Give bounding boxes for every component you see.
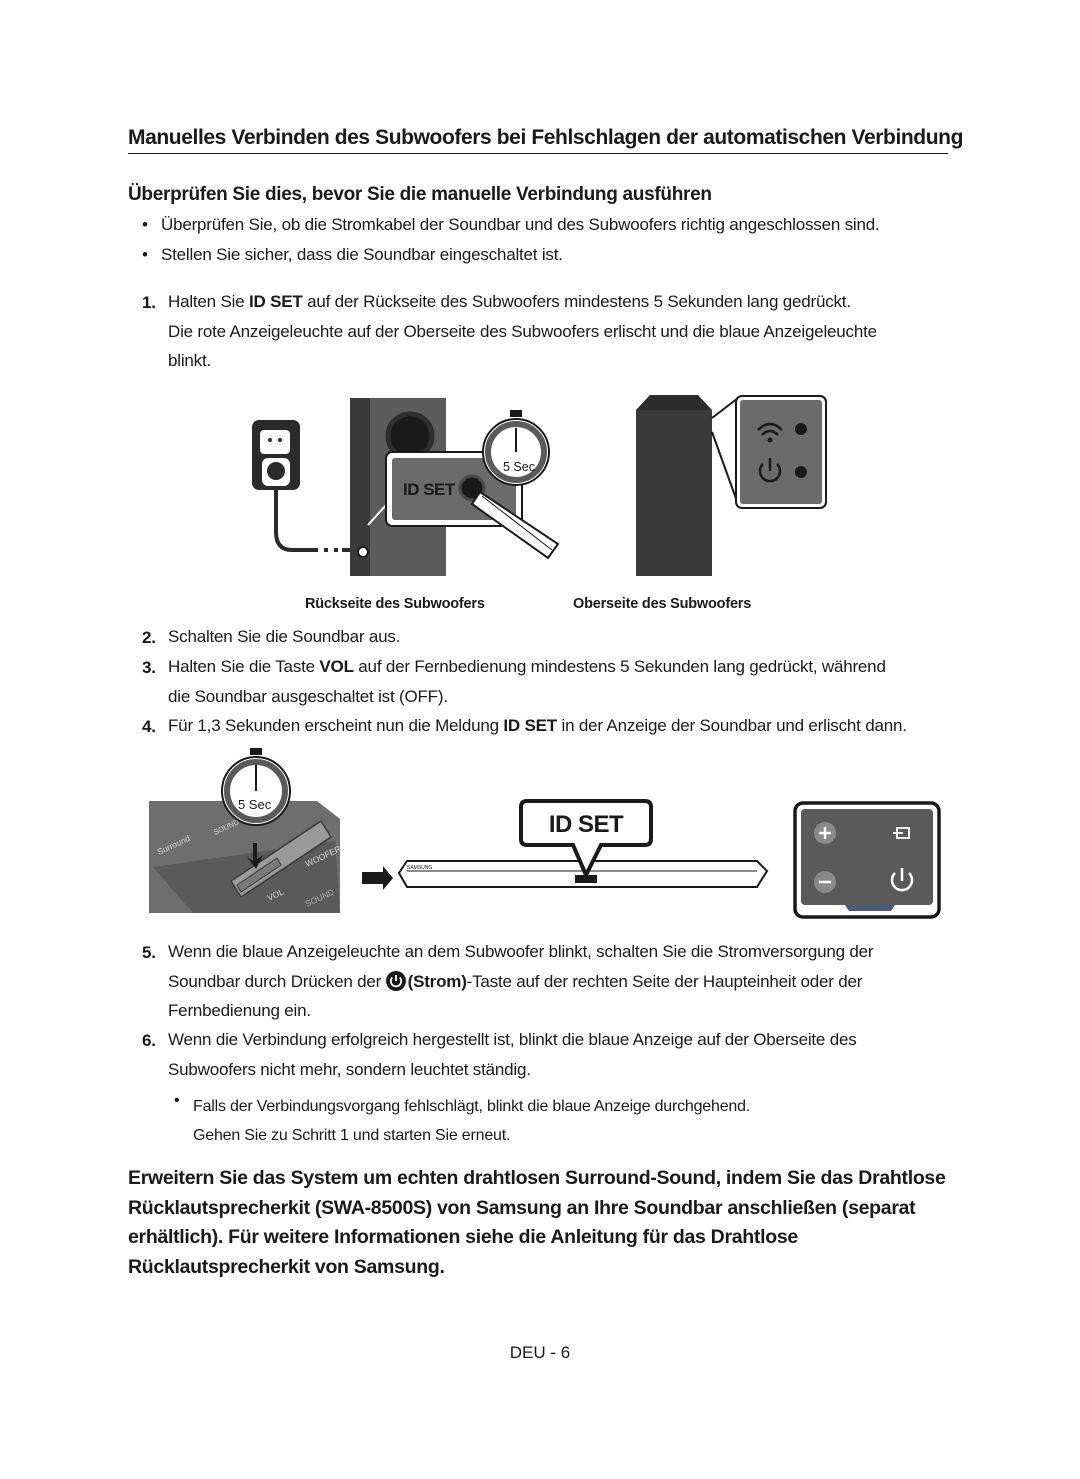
display-label: ID SET — [549, 811, 624, 838]
bullet-dot: • — [142, 215, 148, 234]
timer-label: 5 Sec — [503, 460, 535, 474]
step-text: Halten Sie — [168, 292, 249, 311]
idset-button-label: ID SET — [403, 480, 456, 499]
power-icon — [385, 970, 406, 991]
step-text: Soundbar durch Drücken der — [168, 971, 386, 991]
step-number: 4. — [142, 717, 156, 736]
wireless-indicator-icon — [757, 422, 807, 443]
step-text: Für 1,3 Sekunden erscheint nun die Meldu… — [168, 716, 504, 735]
figure-remote-soundbar: Surround SOUND MODE WOOFER VOL SOUND 5 S… — [149, 748, 941, 919]
subwoofer-top-icon — [636, 395, 827, 576]
subsection-heading: Überprüfen Sie dies, bevor Sie die manue… — [128, 184, 712, 205]
step-text: Schalten Sie die Soundbar aus. — [168, 627, 401, 646]
step-text: Wenn die blaue Anzeigeleuchte an dem Sub… — [168, 942, 874, 961]
caption-back: Rückseite des Subwoofers — [305, 596, 485, 612]
remote-control-icon: Surround SOUND MODE WOOFER VOL SOUND — [149, 801, 343, 913]
sub-bullet-text: Gehen Sie zu Schritt 1 und starten Sie e… — [193, 1127, 511, 1144]
step-text: in der Anzeige der Soundbar und erlischt… — [557, 716, 907, 735]
stopwatch-icon: 5 Sec — [482, 410, 550, 486]
step-bold-idset: ID SET — [248, 292, 303, 311]
page-number: DEU - 6 — [509, 1343, 571, 1362]
step-text: auf der Fernbedienung mindestens 5 Sekun… — [353, 657, 886, 676]
pen-icon — [470, 490, 560, 560]
step-bold-idset: ID SET — [503, 716, 557, 735]
step-number: 3. — [142, 658, 156, 677]
closing-paragraph: Erweitern Sie das System um echten draht… — [128, 1167, 946, 1278]
figure-subwoofer-idset: ID SET 5 Sec — [252, 395, 827, 576]
step-text: Fernbedienung ein. — [168, 1001, 311, 1020]
step-number: 2. — [142, 628, 156, 647]
step-text: die Soundbar ausgeschaltet ist (OFF). — [168, 686, 448, 706]
stopwatch-icon: 5 Sec — [221, 748, 291, 826]
power-icon — [890, 868, 914, 892]
step-number: 1. — [142, 293, 156, 312]
step-number: 6. — [142, 1031, 156, 1050]
wall-socket-icon — [252, 420, 360, 552]
sub-bullet-text: Falls der Verbindungsvorgang fehlschlägt… — [193, 1098, 751, 1115]
volume-down-icon — [814, 871, 836, 893]
step-text: Halten Sie die Taste — [168, 657, 320, 676]
source-icon — [893, 827, 910, 839]
brand-label: SAMSUNG — [407, 865, 432, 871]
step-text: Subwoofers nicht mehr, sondern leuchtet … — [168, 1059, 531, 1079]
bullet-dot: • — [174, 1092, 180, 1109]
step-text: auf der Rückseite des Subwoofers mindest… — [302, 292, 851, 311]
bullet-text: Überprüfen Sie, ob die Stromkabel der So… — [161, 215, 880, 234]
bullet-dot: • — [142, 245, 148, 264]
soundbar-side-panel — [793, 801, 941, 919]
step-text: Wenn die Verbindung erfolgreich hergeste… — [168, 1030, 857, 1049]
volume-up-icon — [814, 822, 836, 844]
step-text: Die rote Anzeigeleuchte auf der Oberseit… — [168, 321, 877, 341]
step-bold-power: (Strom) — [407, 971, 467, 991]
caption-top: Oberseite des Subwoofers — [573, 596, 752, 612]
idset-display-callout: ID SET — [519, 799, 653, 880]
timer-label: 5 Sec — [238, 797, 272, 812]
step-text: -Taste auf der rechten Seite der Hauptei… — [466, 971, 863, 991]
arrow-right-icon — [362, 866, 393, 890]
section-heading: Manuelles Verbinden des Subwoofers bei F… — [128, 126, 963, 154]
power-indicator-icon — [758, 458, 807, 483]
step-bold-vol: VOL — [319, 657, 354, 676]
step-number: 5. — [142, 943, 156, 962]
soundbar-icon: SAMSUNG — [397, 860, 769, 888]
bullet-text: Stellen Sie sicher, dass die Soundbar ei… — [161, 245, 563, 264]
step-text: blinkt. — [168, 351, 212, 370]
